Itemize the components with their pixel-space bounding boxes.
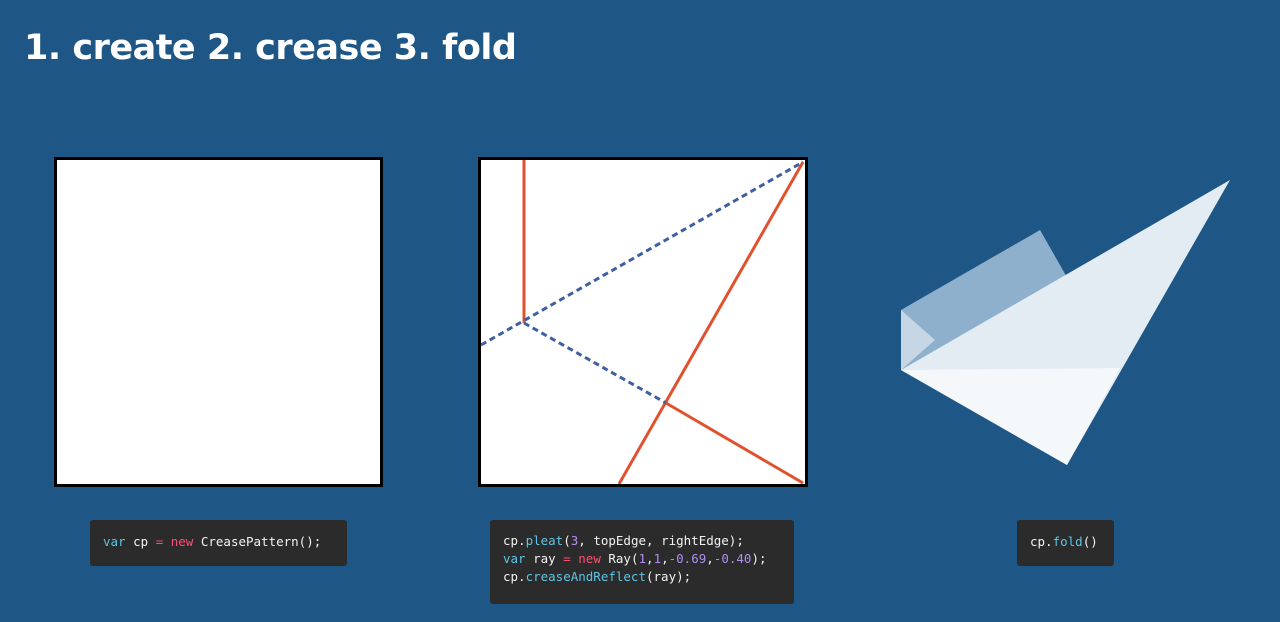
code-token: cp. (503, 533, 526, 548)
code-token: new (170, 534, 194, 549)
folded-wing-front (901, 368, 1120, 465)
code-token: 1 (638, 551, 647, 566)
code-snippet-fold: cp.fold() (1017, 520, 1114, 566)
code-token: ); (751, 551, 767, 566)
code-line: cp.pleat(3, topEdge, rightEdge); (503, 532, 781, 550)
code-token: pleat (525, 533, 564, 548)
code-token: -0.69 (668, 551, 707, 566)
mountain-crease-diagonal (617, 161, 805, 484)
code-line: var ray = new Ray(1,1,-0.69,-0.40); (503, 550, 781, 568)
code-token: = (563, 551, 571, 566)
folded-paper-shape (901, 180, 1230, 465)
code-snippet-crease: cp.pleat(3, topEdge, rightEdge);var ray … (490, 520, 794, 604)
code-token: -0.40 (713, 551, 752, 566)
valley-crease-lower (523, 321, 667, 405)
page-title: 1. create 2. crease 3. fold (24, 28, 517, 68)
code-token: CreasePattern(); (193, 534, 322, 549)
code-token: cp. (1030, 534, 1053, 549)
blank-paper-square (54, 157, 383, 487)
code-token: cp. (503, 569, 526, 584)
code-token: = (155, 534, 164, 549)
code-token: , (646, 551, 654, 566)
code-token: ray (525, 551, 564, 566)
code-line: var cp = new CreasePattern(); (103, 533, 334, 551)
code-line: cp.fold() (1030, 533, 1101, 551)
code-token: (ray); (646, 569, 692, 584)
code-token: 1 (653, 551, 662, 566)
code-token: var (503, 551, 526, 566)
code-token (163, 534, 171, 549)
code-token: 3 (570, 533, 579, 548)
mountain-crease-lower (665, 401, 804, 484)
crease-pattern-square (478, 157, 808, 487)
code-token: () (1082, 534, 1098, 549)
code-token: , (706, 551, 714, 566)
code-line: cp.creaseAndReflect(ray); (503, 568, 781, 586)
code-token: var (103, 534, 126, 549)
code-snippet-create: var cp = new CreasePattern(); (90, 520, 347, 566)
folded-flap-side (901, 310, 935, 370)
code-token: cp (125, 534, 156, 549)
crease-pattern-diagram (481, 160, 805, 484)
code-token: Ray( (600, 551, 639, 566)
code-token: new (578, 551, 601, 566)
valley-crease-upper (481, 160, 804, 347)
code-token: ( (563, 533, 571, 548)
code-token: , topEdge, rightEdge); (578, 533, 744, 548)
code-token: creaseAndReflect (525, 569, 646, 584)
code-token: fold (1052, 534, 1083, 549)
code-token: , (661, 551, 669, 566)
